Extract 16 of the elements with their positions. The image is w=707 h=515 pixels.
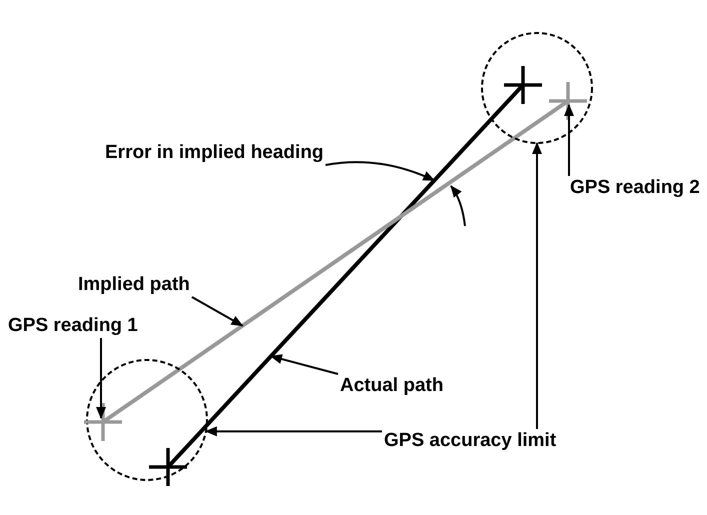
leader-arrow <box>325 161 436 182</box>
leader-arrow <box>191 296 244 327</box>
callout-label: Error in implied heading <box>105 143 324 163</box>
reading-cross <box>82 401 124 443</box>
leader-arrow <box>532 142 542 429</box>
accuracy-circle <box>481 32 593 144</box>
callout-label: GPS accuracy limit <box>384 431 556 451</box>
callout-label: GPS reading 1 <box>8 316 138 336</box>
callout-label: GPS reading 2 <box>570 178 700 198</box>
leader-arrow <box>270 354 338 375</box>
leader-arrow <box>204 426 382 436</box>
reading-cross <box>547 80 589 122</box>
accuracy-circle <box>82 359 208 481</box>
leader-arrow <box>96 338 106 419</box>
leader-arrow <box>564 104 574 176</box>
callout-label: Implied path <box>78 275 190 295</box>
